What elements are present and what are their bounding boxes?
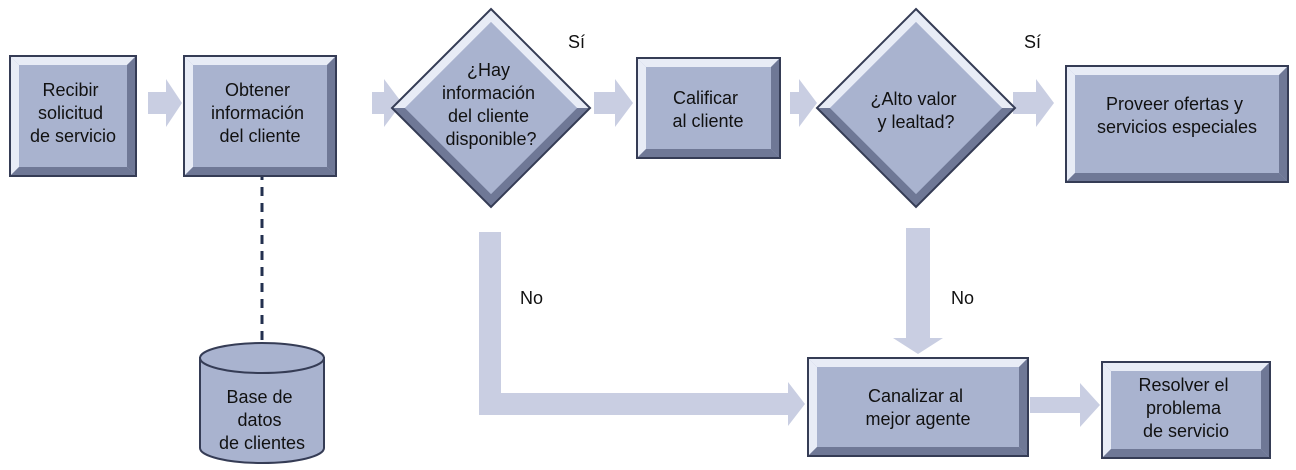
decision-label-high-value: ¿Alto valor y lealtad? <box>870 89 961 132</box>
arrow-rate-to-high-value <box>790 79 817 127</box>
process-label-rate-customer: Calificar al cliente <box>672 88 743 131</box>
process-box-route-agent: Canalizar al mejor agente <box>807 357 1029 457</box>
decision-label-info-available: ¿Hay información del cliente disponible? <box>442 60 540 149</box>
arrow-route-agent-to-resolve <box>1030 383 1100 427</box>
process-box-rate-customer: Calificar al cliente <box>636 57 781 159</box>
process-box-resolve-problem: Resolver el problema de servicio <box>1101 361 1271 459</box>
process-label-special-offers: Proveer ofertas y servicios especiales <box>1097 94 1257 137</box>
yes-label-info-available: Sí <box>568 32 585 52</box>
arrow-high-value-yes-to-offers <box>1013 79 1054 127</box>
process-label-get-customer-info: Obtener información del cliente <box>211 80 309 146</box>
process-box-receive-request: Recibir solicitud de servicio <box>9 55 137 177</box>
database-cylinder: Base de datos de clientes <box>199 342 325 464</box>
process-label-resolve-problem: Resolver el problema de servicio <box>1138 375 1233 441</box>
decision-high-value: ¿Alto valor y lealtad? <box>815 7 1017 209</box>
arrow-high-value-no-to-route-agent <box>893 228 943 354</box>
process-box-get-customer-info: Obtener información del cliente <box>183 55 337 177</box>
arrow-receive-to-obtain <box>148 79 182 127</box>
no-label-high-value: No <box>951 288 974 308</box>
arrow-decision-yes-to-rate <box>594 79 633 127</box>
process-label-receive-request: Recibir solicitud de servicio <box>30 80 116 146</box>
no-label-info-available: No <box>520 288 543 308</box>
database-label: Base de datos de clientes <box>219 387 305 453</box>
arrow-obtain-to-decision <box>372 79 402 127</box>
yes-label-high-value: Sí <box>1024 32 1041 52</box>
process-box-special-offers: Proveer ofertas y servicios especiales <box>1065 65 1289 183</box>
connectors <box>148 79 1100 427</box>
arrow-decision-no-to-route-agent <box>479 232 805 426</box>
decision-info-available: ¿Hay información del cliente disponible? <box>390 7 592 209</box>
process-label-route-agent: Canalizar al mejor agente <box>865 386 970 429</box>
